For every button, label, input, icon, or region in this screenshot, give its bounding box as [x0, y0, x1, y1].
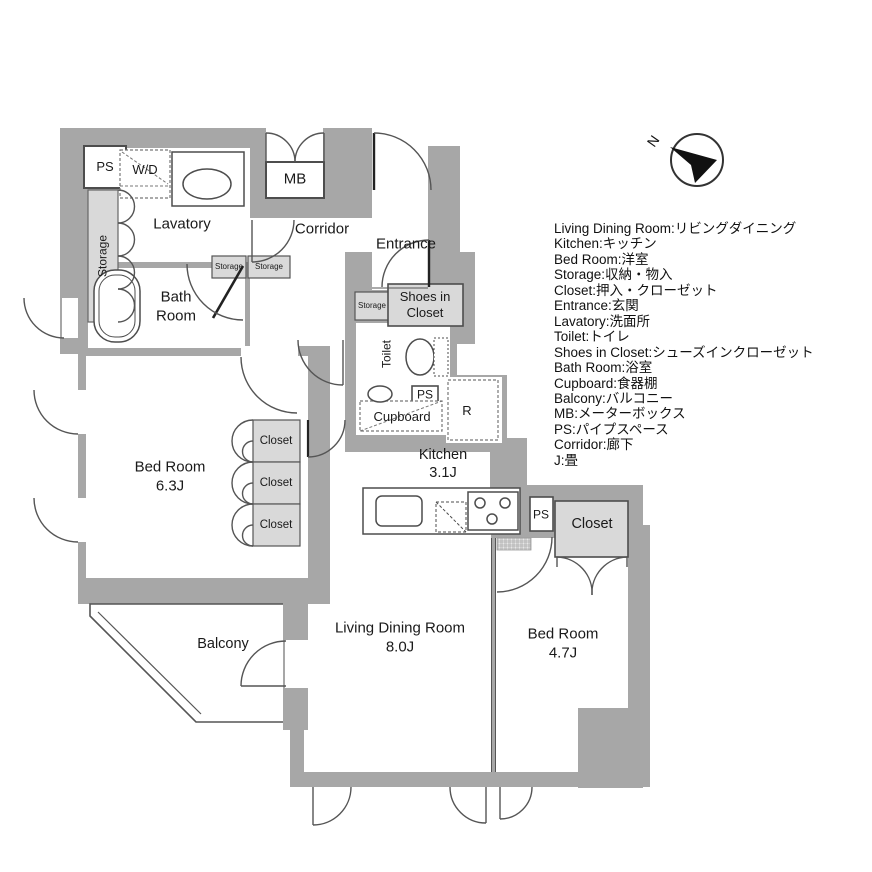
legend-line: MB:メーターボックス	[554, 406, 686, 422]
burner-2	[499, 497, 511, 509]
legend-line: Lavatory:洗面所	[554, 313, 651, 329]
closet-box-4	[554, 500, 629, 558]
label-cupboard: Cupboard	[373, 408, 431, 424]
legend-line: Shoes in Closet:シューズインクローゼット	[554, 344, 814, 360]
label-ps-mid: PS	[416, 387, 434, 402]
legend-line: Entrance:玄関	[554, 298, 639, 314]
storage-box-1	[211, 255, 247, 279]
mb-box	[265, 161, 325, 199]
balcony-door-gap	[285, 640, 308, 688]
bath-door-leaf	[211, 265, 245, 319]
shoes-in-closet-box	[387, 283, 464, 327]
label-closet-2: Closet	[259, 476, 293, 489]
label-toilet: Toilet	[379, 339, 394, 369]
balcony-outline	[89, 603, 292, 723]
legend-line: Bed Room:洋室	[554, 251, 649, 267]
label-storage-2: Storage	[254, 262, 284, 271]
legend-line: Storage:収納・物入	[554, 267, 673, 283]
bed47-size: 4.7J	[548, 644, 578, 661]
bed63-name: Bed Room	[134, 458, 206, 476]
burner-3	[486, 513, 498, 525]
legend-line: Living Dining Room:リビングダイニング	[554, 221, 797, 236]
north-compass	[670, 133, 724, 187]
storage-box-3	[354, 291, 390, 321]
label-storage-tall: Storage	[95, 234, 110, 278]
north-arrow-icon	[670, 147, 717, 183]
legend-line: Corridor:廊下	[554, 437, 634, 453]
label-closet-1: Closet	[259, 434, 293, 447]
label-storage-3: Storage	[357, 301, 387, 310]
lavatory-sink	[182, 168, 232, 200]
label-ps-top: PS	[96, 158, 114, 174]
ldk-name: Living Dining Room	[334, 619, 466, 637]
label-refrigerator: R	[462, 402, 472, 418]
burner-1	[474, 497, 486, 509]
label-ps-right: PS	[532, 507, 550, 522]
bed63-size: 6.3J	[155, 477, 185, 494]
label-lavatory: Lavatory	[153, 215, 211, 233]
legend-line: Cupboard:食器棚	[554, 375, 658, 391]
toilet-hand-basin	[367, 385, 393, 403]
legend-line: J:畳	[554, 452, 579, 468]
legend-line: Toilet:トイレ	[554, 329, 630, 345]
label-closet-3: Closet	[259, 518, 293, 531]
ps-box-right	[529, 496, 554, 532]
legend-line: Balcony:バルコニー	[554, 390, 674, 406]
label-bath-room: Bath Room	[155, 288, 196, 324]
label-corridor: Corridor	[294, 220, 350, 238]
entry-hatch	[496, 537, 532, 551]
kitchen-size: 3.1J	[429, 465, 457, 481]
label-closet-4: Closet	[571, 515, 613, 532]
bed47-name: Bed Room	[527, 625, 599, 643]
ldk-size: 8.0J	[385, 638, 415, 655]
label-mb: MB	[283, 170, 307, 188]
label-storage-1: Storage	[214, 262, 244, 271]
label-entrance: Entrance	[375, 235, 437, 253]
legend-line: Bath Room:浴室	[554, 360, 653, 376]
legend-line: Closet:押入・クローゼット	[554, 282, 718, 298]
closet-box-3	[252, 503, 301, 547]
wd-box	[119, 149, 171, 199]
kitchen-name: Kitchen	[418, 446, 468, 463]
refrigerator-box	[447, 379, 499, 441]
legend: Living Dining Room:リビングダイニング Kitchen:キッチ…	[554, 221, 814, 468]
doors-layer	[23, 132, 628, 826]
legend-line: PS:パイプスペース	[554, 421, 669, 437]
legend-line: Kitchen:キッチン	[554, 236, 657, 252]
compass-circle	[670, 133, 724, 187]
stove	[467, 491, 519, 531]
label-balcony: Balcony	[197, 635, 249, 652]
kitchen-sink	[375, 495, 423, 527]
corner-pillar	[578, 708, 643, 788]
toilet-tank	[433, 337, 449, 377]
label-wd: W/D	[132, 161, 158, 177]
toilet-bowl	[405, 338, 435, 376]
label-kitchen: Kitchen 3.1J	[419, 446, 467, 482]
label-shoes-in-closet: Shoes in Closet	[399, 288, 451, 320]
